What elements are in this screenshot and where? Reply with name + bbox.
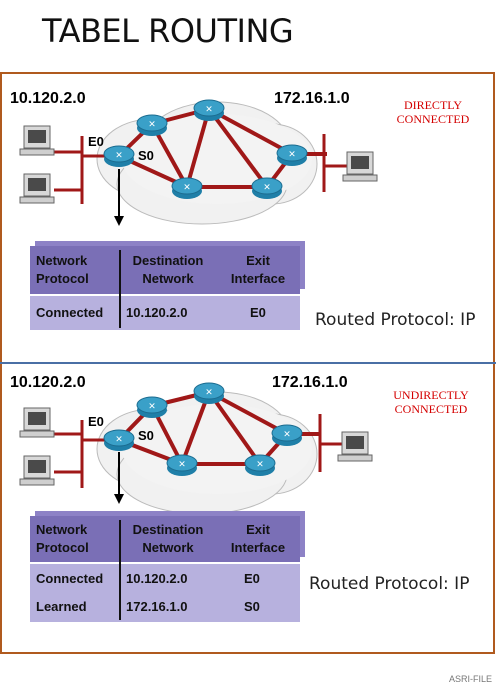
routers: ✕ ✕ ✕ ✕ ✕ ✕ <box>103 382 303 476</box>
table-cell: E0 <box>250 305 266 320</box>
table-cell: Learned <box>36 599 87 614</box>
router-icon: ✕ <box>136 114 168 136</box>
svg-text:✕: ✕ <box>148 401 156 411</box>
table-row <box>30 296 300 330</box>
router-icon: ✕ <box>171 177 203 199</box>
left-network-label: 10.120.2.0 <box>10 90 86 107</box>
svg-text:✕: ✕ <box>148 119 156 129</box>
routers: ✕ ✕ ✕ ✕ ✕ ✕ <box>103 99 308 199</box>
svg-text:✕: ✕ <box>115 150 123 160</box>
svg-text:✕: ✕ <box>183 182 191 192</box>
svg-text:✕: ✕ <box>178 459 186 469</box>
routing-table-header <box>30 516 300 562</box>
network-diagram-1: ✕ ✕ ✕ ✕ ✕ ✕ <box>19 99 378 226</box>
left-network-label: 10.120.2.0 <box>10 374 86 391</box>
svg-text:✕: ✕ <box>115 434 123 444</box>
table-cell: Connected <box>36 571 104 586</box>
router-icon: ✕ <box>244 454 276 476</box>
connection-type-label: DIRECTLY CONNECTED <box>396 98 470 126</box>
router-icon: ✕ <box>103 429 135 451</box>
router-icon: ✕ <box>136 396 168 418</box>
pc-icon <box>342 151 378 182</box>
router-icon: ✕ <box>103 145 135 167</box>
port-s0-label: S0 <box>138 428 154 443</box>
pc-icon <box>19 407 55 438</box>
pc-icon <box>19 125 55 156</box>
arrow-down-icon <box>114 452 124 504</box>
routing-table-header <box>30 246 300 294</box>
router-icon: ✕ <box>193 382 225 404</box>
routed-protocol-label: Routed Protocol: IP <box>309 574 470 594</box>
right-network-label: 172.16.1.0 <box>272 374 348 391</box>
page-title: TABEL ROUTING <box>42 12 294 50</box>
port-e0-label: E0 <box>88 134 104 149</box>
network-cloud <box>96 391 318 515</box>
table-cell: S0 <box>244 599 260 614</box>
port-e0-label: E0 <box>88 414 104 429</box>
pc-icon <box>19 173 55 204</box>
arrow-down-icon <box>114 169 124 226</box>
router-icon: ✕ <box>251 177 283 199</box>
right-lan <box>322 134 347 192</box>
connection-type-label: UNDIRECTLY CONNECTED <box>393 388 469 416</box>
svg-text:✕: ✕ <box>263 182 271 192</box>
right-network-label: 172.16.1.0 <box>274 90 350 107</box>
port-s0-label: S0 <box>138 148 154 163</box>
table-cell: 10.120.2.0 <box>126 571 188 586</box>
pc-icon <box>19 455 55 486</box>
svg-text:✕: ✕ <box>205 104 213 114</box>
table-row <box>30 564 300 622</box>
pc-icon <box>337 431 373 462</box>
svg-text:✕: ✕ <box>205 387 213 397</box>
svg-text:✕: ✕ <box>288 149 296 159</box>
svg-text:✕: ✕ <box>283 429 291 439</box>
table-cell: Connected <box>36 305 104 320</box>
router-icon: ✕ <box>276 144 308 166</box>
table-cell: 10.120.2.0 <box>126 305 188 320</box>
table-cell: 172.16.1.0 <box>126 599 188 614</box>
svg-text:✕: ✕ <box>256 459 264 469</box>
undirectly-connected-panel: ✕ ✕ ✕ ✕ ✕ ✕ 10.120.2.0 172.16.1.0 UNDIRE… <box>0 364 495 654</box>
routed-protocol-label: Routed Protocol: IP <box>315 310 476 330</box>
network-diagram-2: ✕ ✕ ✕ ✕ ✕ ✕ <box>19 382 373 515</box>
table-cell: E0 <box>244 571 260 586</box>
watermark-label: ASRI-FILE <box>448 674 492 684</box>
right-lan <box>318 414 342 472</box>
router-icon: ✕ <box>271 424 303 446</box>
panel-divider <box>0 362 496 364</box>
router-icon: ✕ <box>166 454 198 476</box>
router-icon: ✕ <box>193 99 225 121</box>
directly-connected-panel: ✕ ✕ ✕ ✕ ✕ ✕ 10.120.2.0 172.16.1.0 DIRECT… <box>0 72 495 362</box>
